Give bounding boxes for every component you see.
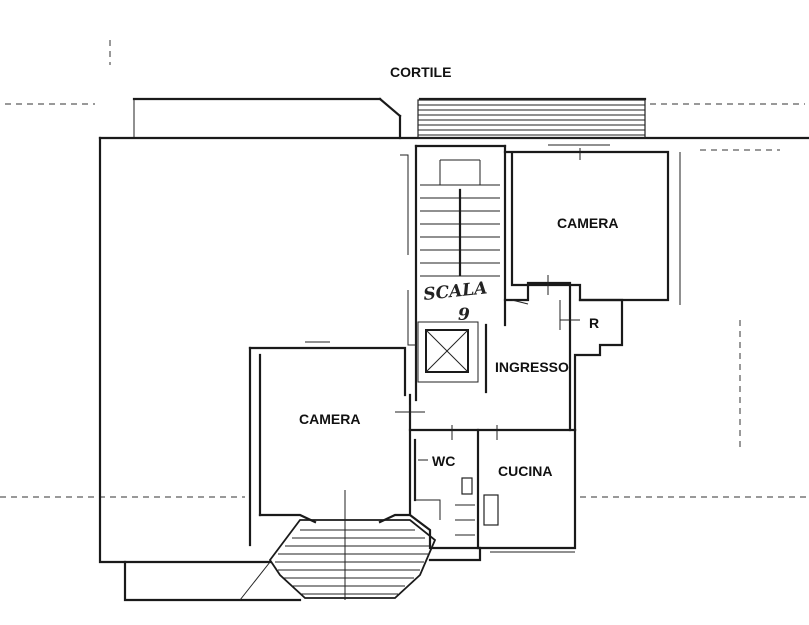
balcony-top-hatch	[417, 99, 646, 139]
bedroom-top-label: CAMERA	[557, 215, 618, 231]
bedroom-left-label: CAMERA	[299, 411, 360, 427]
courtyard-label: CORTILE	[390, 64, 451, 80]
entrance-label: INGRESSO	[495, 359, 569, 375]
entrance-walls	[484, 281, 580, 432]
stairwell-walls	[400, 144, 507, 402]
wc-kitchen-walls	[408, 428, 577, 553]
lift-shaft	[417, 321, 479, 383]
stair-treads	[420, 159, 500, 277]
closet-label: R	[589, 315, 599, 331]
kitchen-label: CUCINA	[498, 463, 552, 479]
stair-note-line2: 9	[458, 305, 470, 325]
door-markers	[395, 148, 581, 461]
bedroom-top-walls	[503, 144, 681, 305]
bedroom-left-walls	[248, 341, 412, 547]
balcony-bottom-hatch	[268, 490, 437, 600]
stair-note-line1: SCALA	[422, 278, 488, 305]
wc-label: WC	[432, 453, 455, 469]
boundary-dash-lines	[0, 40, 809, 498]
